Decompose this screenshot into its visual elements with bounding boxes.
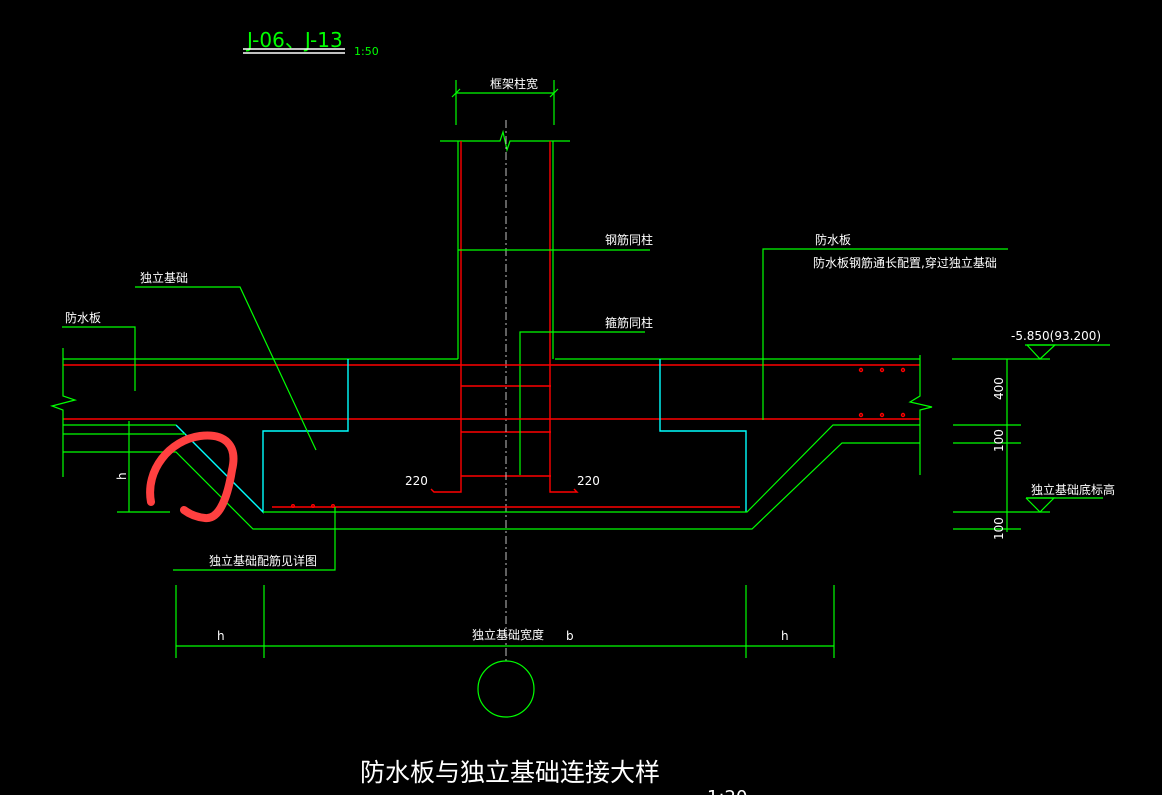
column-rebar-right xyxy=(549,141,579,493)
right-break xyxy=(908,355,933,475)
footing-label: 独立基础 xyxy=(140,270,188,285)
dim-h-left: h xyxy=(217,629,225,643)
h-vertical-label: h xyxy=(115,472,129,480)
slab-rebar-note: 防水板钢筋通长配置,穿过独立基础 xyxy=(813,255,997,270)
column xyxy=(430,120,579,662)
detail-title: 防水板与独立基础连接大样 xyxy=(360,758,660,787)
column-rebar-left xyxy=(430,141,462,493)
elevation-marker-icon xyxy=(1025,497,1056,513)
waterproof-layer-right xyxy=(659,359,747,512)
drawing-ref: J-06、J-13 xyxy=(245,28,343,52)
footing-bottom-elevation: 独立基础底标高 xyxy=(1031,482,1115,497)
rebar-label: 钢筋同柱 xyxy=(605,232,653,247)
red-annotation-circle xyxy=(146,431,238,522)
waterproof-slab xyxy=(49,348,933,477)
waterproof-layer-left xyxy=(175,359,349,514)
left-break xyxy=(49,348,78,477)
dim-width-label: 独立基础宽度 xyxy=(472,627,544,642)
elevation-marker-icon xyxy=(1026,344,1057,360)
top-elevation: -5.850(93.200) xyxy=(1011,329,1101,343)
stirrup-label: 箍筋同柱 xyxy=(605,315,653,330)
hook-left-label: 220 xyxy=(405,474,428,488)
elevation-dimensions: -5.850(93.200) 400 100 100 独立基础底标高 xyxy=(952,329,1115,540)
slab-left-leader xyxy=(62,326,136,391)
stirrup-leader xyxy=(519,331,645,475)
footing-rebar-label: 独立基础配筋见详图 xyxy=(209,553,317,568)
axis-bubble xyxy=(477,660,535,718)
ref-scale: 1:50 xyxy=(354,45,379,58)
slab-right-label: 防水板 xyxy=(815,232,851,247)
isolated-footing xyxy=(63,359,920,530)
dim-h-right: h xyxy=(781,629,789,643)
dim-100-lower: 100 xyxy=(992,517,1006,540)
break-line xyxy=(440,129,570,153)
dim-100-upper: 100 xyxy=(992,429,1006,452)
footing-leader xyxy=(135,286,317,451)
dim-400: 400 xyxy=(992,377,1006,400)
hook-right-label: 220 xyxy=(577,474,600,488)
slab-right-leader xyxy=(762,248,1008,420)
bottom-dimensions: h 独立基础宽度 b h xyxy=(175,585,835,718)
column-width-label: 框架柱宽 xyxy=(490,76,538,91)
footing-rebar-leader xyxy=(173,507,336,571)
dim-b: b xyxy=(566,629,574,643)
detail-scale: 1:20 xyxy=(707,787,747,795)
slab-left-label: 防水板 xyxy=(65,310,101,325)
column-width-dimension: 框架柱宽 xyxy=(451,76,559,125)
